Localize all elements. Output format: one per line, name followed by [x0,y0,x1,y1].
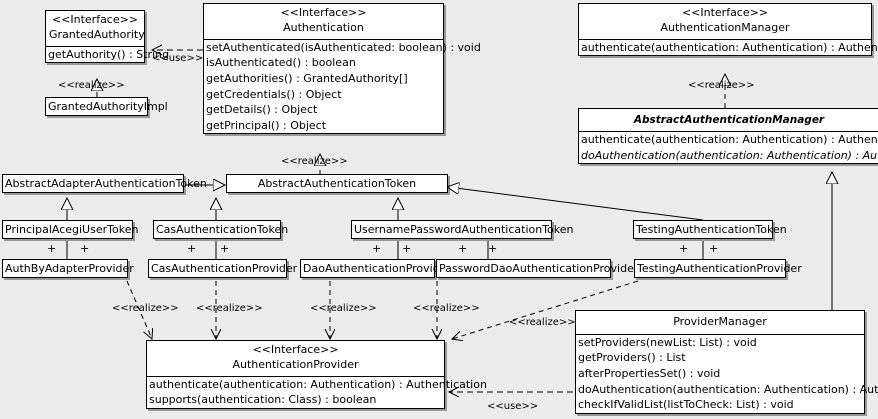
operations-compartment: setProviders(newList: List) : void getPr… [576,333,878,413]
multiplicity-mark: + [220,242,230,255]
class-testing-authentication-token[interactable]: TestingAuthenticationToken [633,220,787,239]
class-password-dao-authentication-provider[interactable]: PasswordDaoAuthenticationProvider [436,259,639,278]
class-dao-authentication-provider[interactable]: DaoAuthenticationProvider [300,259,451,278]
class-name: TestingAuthenticationToken [636,223,787,236]
class-principal-acegi-user-token[interactable]: PrincipalAcegiUserToken [2,220,139,239]
class-cas-authentication-token[interactable]: CasAuthenticationToken [153,220,289,239]
operation-row: authenticate(authentication: Authenticat… [581,40,878,54]
operation-row: getCredentials() : Object [206,87,342,101]
multiplicity-mark: + [187,242,197,255]
class-granted-authority[interactable]: <<Interface>> GrantedAuthority getAuthor… [45,10,170,64]
operation-row: authenticate(authentication: Authenticat… [581,133,878,147]
multiplicity-mark: + [402,242,412,255]
class-name: ProviderManager [673,315,767,328]
operation-row: checkIfValidList(listToCheck: List) : vo… [578,398,794,412]
stereotype-label: <<Interface>> [280,6,367,19]
connector-label-realize-abstract-manager: <<realize>> [688,80,755,91]
class-authentication-manager[interactable]: <<Interface>> AuthenticationManager auth… [578,3,878,57]
class-username-password-authentication-token[interactable]: UsernamePasswordAuthenticationToken [351,220,574,239]
class-name: DaoAuthenticationProvider [303,262,451,275]
multiplicity-mark: + [47,242,57,255]
operation-row: supports(authentication: Class) : boolea… [149,393,377,407]
class-name: GrantedAuthorityImpl [48,100,168,113]
class-name: UsernamePasswordAuthenticationToken [354,223,574,236]
stereotype-label: <<Interface>> [51,13,139,26]
class-header: AbstractAuthenticationManager [579,109,878,131]
operation-row: getAuthorities() : GrantedAuthority[] [206,71,408,85]
stereotype-label: <<Interface>> [681,6,769,19]
multiplicity-mark: + [458,242,468,255]
class-cas-authentication-provider[interactable]: CasAuthenticationProvider [148,259,298,278]
class-provider-manager[interactable]: ProviderManager setProviders(newList: Li… [575,310,878,414]
connector-label-use-authentication-granted-authority: <<use>> [152,53,204,64]
operations-compartment: authenticate(authentication: Authenticat… [579,131,878,163]
operation-row: getProviders() : List [578,351,686,365]
class-name: PasswordDaoAuthenticationProvider [439,262,639,275]
operation-row: getDetails() : Object [206,103,318,117]
multiplicity-mark: + [372,242,382,255]
class-authentication-provider[interactable]: <<Interface>> AuthenticationProvider aut… [146,340,487,409]
multiplicity-mark: + [488,242,498,255]
class-name: Authentication [283,20,364,34]
operation-row: setAuthenticated(isAuthenticated: boolea… [206,40,481,54]
class-abstract-authentication-manager[interactable]: AbstractAuthenticationManager authentica… [578,108,878,165]
class-abstract-adapter-authentication-token[interactable]: AbstractAdapterAuthenticationToken [2,174,207,193]
operations-compartment: setAuthenticated(isAuthenticated: boolea… [204,38,481,134]
class-name: GrantedAuthority [49,27,145,41]
connector-label-realize-password-dao-provider: <<realize>> [413,303,480,314]
operation-row: doAuthentication(authentication: Authent… [581,148,878,162]
connector-label-realize-abstract-token-authentication: <<realize>> [281,156,348,167]
class-name: CasAuthenticationToken [156,223,289,236]
connector-label-realize-dao-provider: <<realize>> [310,303,377,314]
class-header: <<Interface>> AuthenticationProvider [147,341,444,376]
stereotype-label: <<Interface>> [252,343,339,356]
operation-row: isAuthenticated() : boolean [206,56,356,70]
operations-compartment: authenticate(authentication: Authenticat… [147,375,487,408]
class-name: PrincipalAcegiUserToken [5,223,139,236]
operation-row: doAuthentication(authentication: Authent… [578,382,878,396]
class-header: <<Interface>> AuthenticationManager [579,4,871,39]
class-authentication[interactable]: <<Interface>> Authentication setAuthenti… [203,3,481,135]
operation-row: getPrincipal() : Object [206,118,327,132]
class-auth-by-adapter-provider[interactable]: AuthByAdapterProvider [2,259,134,278]
class-name: AbstractAdapterAuthenticationToken [5,177,207,190]
class-header: ProviderManager [576,311,864,334]
multiplicity-mark: + [80,242,90,255]
class-granted-authority-impl[interactable]: GrantedAuthorityImpl [45,97,168,116]
operation-row: authenticate(authentication: Authenticat… [149,377,487,391]
connector-label-realize-granted-authority-impl: <<realize>> [58,80,125,91]
class-name: TestingAuthenticationProvider [637,262,802,275]
operations-compartment: getAuthority() : String [46,45,170,63]
operation-row: afterPropertiesSet() : void [578,367,721,381]
operation-row: setProviders(newList: List) : void [578,335,757,349]
class-testing-authentication-provider[interactable]: TestingAuthenticationProvider [634,259,802,278]
class-name: AuthByAdapterProvider [5,262,134,275]
class-name: AuthenticationManager [660,20,790,34]
connector-label-realize-auth-by-adapter: <<realize>> [112,303,179,314]
operations-compartment: authenticate(authentication: Authenticat… [579,38,878,56]
class-header: <<Interface>> GrantedAuthority [46,11,145,46]
connector-label-realize-cas-provider: <<realize>> [196,303,263,314]
class-abstract-authentication-token[interactable]: AbstractAuthenticationToken [226,174,448,193]
connector-label-use-provider-manager: <<use>> [487,401,539,412]
class-header: <<Interface>> Authentication [204,4,443,39]
multiplicity-mark: + [709,242,719,255]
multiplicity-mark: + [679,242,689,255]
class-name: AbstractAuthenticationToken [257,177,417,190]
class-name: CasAuthenticationProvider [151,262,298,275]
connector-label-realize-testing-provider: <<realize>> [509,317,576,328]
class-name: AuthenticationProvider [232,357,359,371]
class-name: AbstractAuthenticationManager [633,114,825,126]
operation-row: getAuthority() : String [48,47,170,61]
